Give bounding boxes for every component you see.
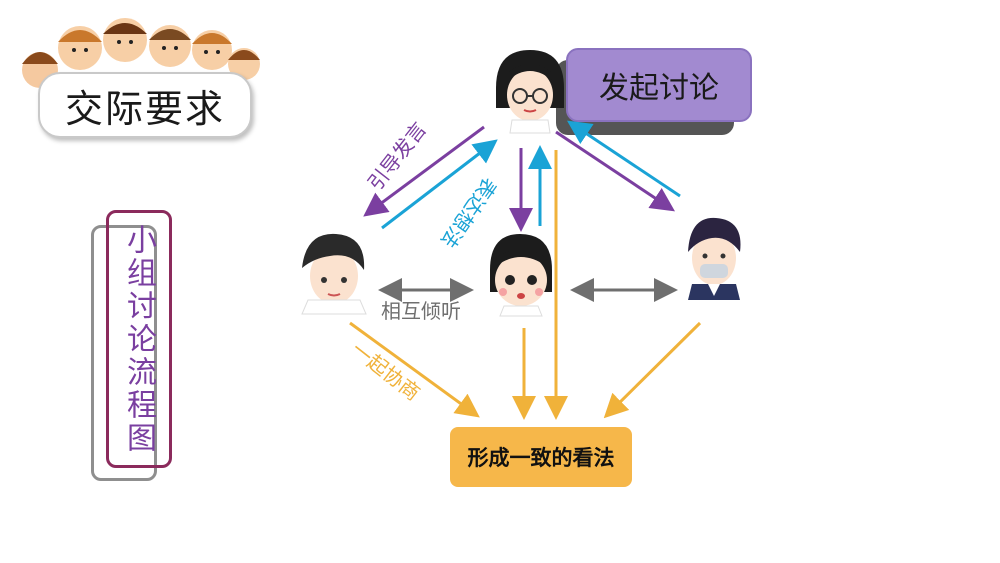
arrow-left-to-teacher: [381, 139, 498, 230]
side-label-frame-front: [106, 210, 172, 468]
label-guide-speech: 引导发言: [363, 117, 431, 195]
kids-illustration: [22, 18, 260, 88]
start-discussion-box: 发起讨论: [566, 48, 752, 122]
boy-right-avatar: [688, 217, 741, 300]
boy-left-avatar: [301, 233, 367, 315]
side-label-frame-back: [91, 225, 157, 481]
page-title: 交际要求: [38, 72, 252, 138]
label-listen-each-other: 相互倾听: [381, 299, 461, 323]
teacher-avatar: [496, 50, 564, 134]
flowchart-side-title: 小组讨论流程图: [121, 223, 156, 455]
girl-center-avatar: [490, 234, 552, 317]
arrow-teacher-to-right: [555, 130, 675, 212]
label-express-ideas: 表达想法: [436, 173, 502, 252]
arrow-teacher-to-left: [363, 125, 485, 217]
arrow-right-to-start: [567, 120, 681, 198]
arrow-right-to-result: [603, 321, 702, 419]
arrow-left-to-result: [349, 321, 480, 418]
result-consensus-box: 形成一致的看法: [450, 427, 632, 487]
